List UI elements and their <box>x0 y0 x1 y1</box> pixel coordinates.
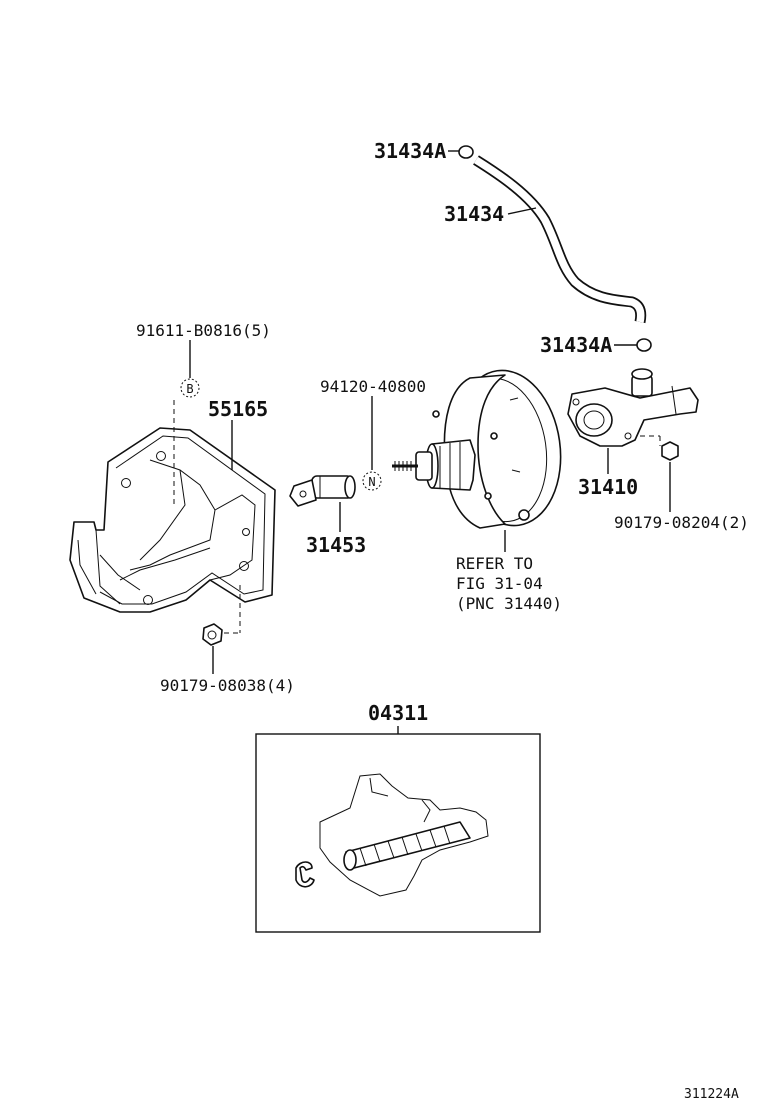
clevis-31453 <box>289 475 356 507</box>
bolt-marker: B <box>180 378 200 398</box>
svg-text:B: B <box>186 382 193 396</box>
clamp-lower <box>636 338 652 352</box>
label-nut-bracket: 90179-08038(4) <box>160 676 295 695</box>
brake-booster <box>392 369 562 529</box>
label-clamp-lower: 31434A <box>540 333 612 357</box>
label-repair-kit: 04311 <box>368 701 428 725</box>
figure-id: 311224A <box>684 1087 739 1102</box>
label-master-cylinder: 31410 <box>578 475 638 499</box>
master-cylinder-31410 <box>567 368 699 447</box>
clamp-upper <box>458 145 474 159</box>
nut-master-cylinder <box>661 441 679 461</box>
label-nut-part: 94120-40800 <box>320 377 426 396</box>
label-nut-master-cylinder: 90179-08204(2) <box>614 513 749 532</box>
repair-kit-parts <box>295 773 489 897</box>
nut-bracket <box>202 623 223 646</box>
booster-note-line3: (PNC 31440) <box>456 594 562 613</box>
label-clevis: 31453 <box>306 533 366 557</box>
label-bolt-bracket: 91611-B0816(5) <box>136 321 271 340</box>
svg-text:N: N <box>368 475 375 489</box>
repair-kit-frame <box>255 733 541 933</box>
booster-note-line1: REFER TO <box>456 554 533 573</box>
nut-marker: N <box>362 471 382 491</box>
vacuum-hose <box>473 155 647 324</box>
bracket-55165 <box>69 427 276 613</box>
booster-note-line2: FIG 31-04 <box>456 574 543 593</box>
label-hose: 31434 <box>444 202 504 226</box>
label-clamp-upper: 31434A <box>374 139 446 163</box>
label-bracket: 55165 <box>208 397 268 421</box>
